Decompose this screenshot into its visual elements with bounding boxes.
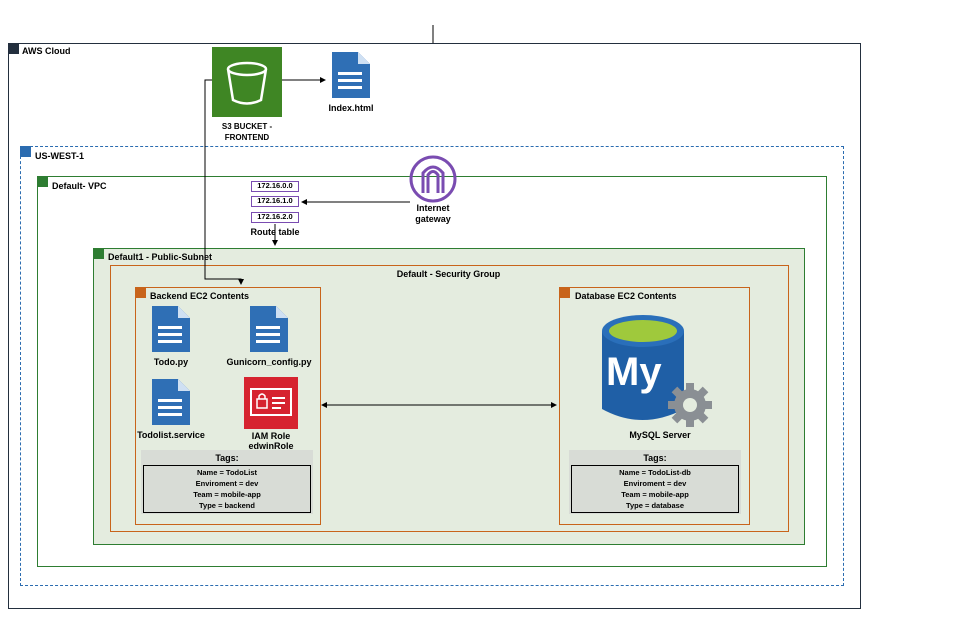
service-file-label: Todolist.service: [137, 430, 205, 440]
mysql-logo-text: My: [606, 350, 662, 394]
index-file-icon: [330, 50, 372, 102]
vpc-label: Default- VPC: [52, 181, 107, 191]
database-tags-box: Name = TodoList-db Enviroment = dev Team…: [571, 465, 739, 513]
todo-file-icon: [150, 304, 192, 356]
gunicorn-file-label: Gunicorn_config.py: [226, 357, 312, 367]
tag-line: Team = mobile-app: [621, 490, 689, 499]
tag-line: Enviroment = dev: [195, 479, 259, 488]
tag-line: Type = database: [625, 501, 684, 510]
iam-role-icon: [244, 377, 298, 429]
mysql-database-icon: My: [598, 313, 720, 433]
vpc-icon: [37, 176, 48, 187]
security-group-label: Default - Security Group: [396, 269, 501, 279]
tag-line: Team = mobile-app: [193, 490, 261, 499]
vpc-group: [37, 176, 827, 567]
database-tags-panel: Tags: Name = TodoList-db Enviroment = de…: [569, 450, 741, 514]
route-entry: 172.16.1.0: [251, 196, 299, 207]
s3-to-backend-arrow: [204, 79, 244, 285]
database-ec2-label: Database EC2 Contents: [575, 291, 677, 301]
s3-label-line1: S3 BUCKET -: [221, 122, 273, 131]
igw-label-line1: Internet: [416, 203, 450, 213]
tag-line: Type = backend: [199, 501, 255, 510]
s3-bucket-icon: [212, 47, 282, 117]
mysql-server-label: MySQL Server: [629, 430, 691, 440]
subnet-label: Default1 - Public-Subnet: [108, 252, 213, 262]
route-entry: 172.16.0.0: [251, 181, 299, 192]
iam-role-label: IAM Role edwinRole: [231, 431, 311, 451]
iam-label-line2: edwinRole: [248, 441, 294, 451]
region-icon: [20, 146, 31, 157]
tag-line: Enviroment = dev: [623, 479, 687, 488]
gunicorn-file-icon: [248, 304, 290, 356]
index-file-label: Index.html: [328, 103, 374, 113]
database-ec2-group: [559, 287, 750, 525]
backend-tags-title: Tags:: [215, 453, 239, 463]
backend-ec2-label: Backend EC2 Contents: [150, 291, 250, 301]
s3-bucket-label: S3 BUCKET - FRONTEND: [197, 121, 297, 143]
aws-cloud-group: [8, 43, 861, 609]
todo-file-label: Todo.py: [153, 357, 189, 367]
internet-gateway-icon: [409, 155, 457, 205]
security-group: [110, 265, 789, 532]
service-file-icon: [150, 377, 192, 429]
region-label: US-WEST-1: [35, 151, 85, 161]
s3-label-line2: FRONTEND: [224, 133, 270, 142]
region-group: [20, 146, 844, 586]
igw-label-line2: gateway: [415, 214, 451, 224]
tag-line: Name = TodoList-db: [619, 468, 691, 477]
internet-gateway-label: Internet gateway: [393, 203, 473, 225]
database-ec2-icon: [559, 287, 570, 298]
aws-cloud-label: AWS Cloud: [22, 46, 71, 56]
subnet-icon: [93, 248, 104, 259]
backend-ec2-group: [135, 287, 321, 525]
backend-ec2-icon: [135, 287, 146, 298]
route-entry: 172.16.2.0: [251, 212, 299, 223]
database-tags-title: Tags:: [643, 453, 667, 463]
backend-tags-panel: Tags: Name = TodoList Enviroment = dev T…: [141, 450, 313, 514]
tag-line: Name = TodoList: [196, 468, 258, 477]
iam-label-line1: IAM Role: [251, 431, 291, 441]
backend-tags-box: Name = TodoList Enviroment = dev Team = …: [143, 465, 311, 513]
aws-cloud-icon: [8, 43, 19, 54]
